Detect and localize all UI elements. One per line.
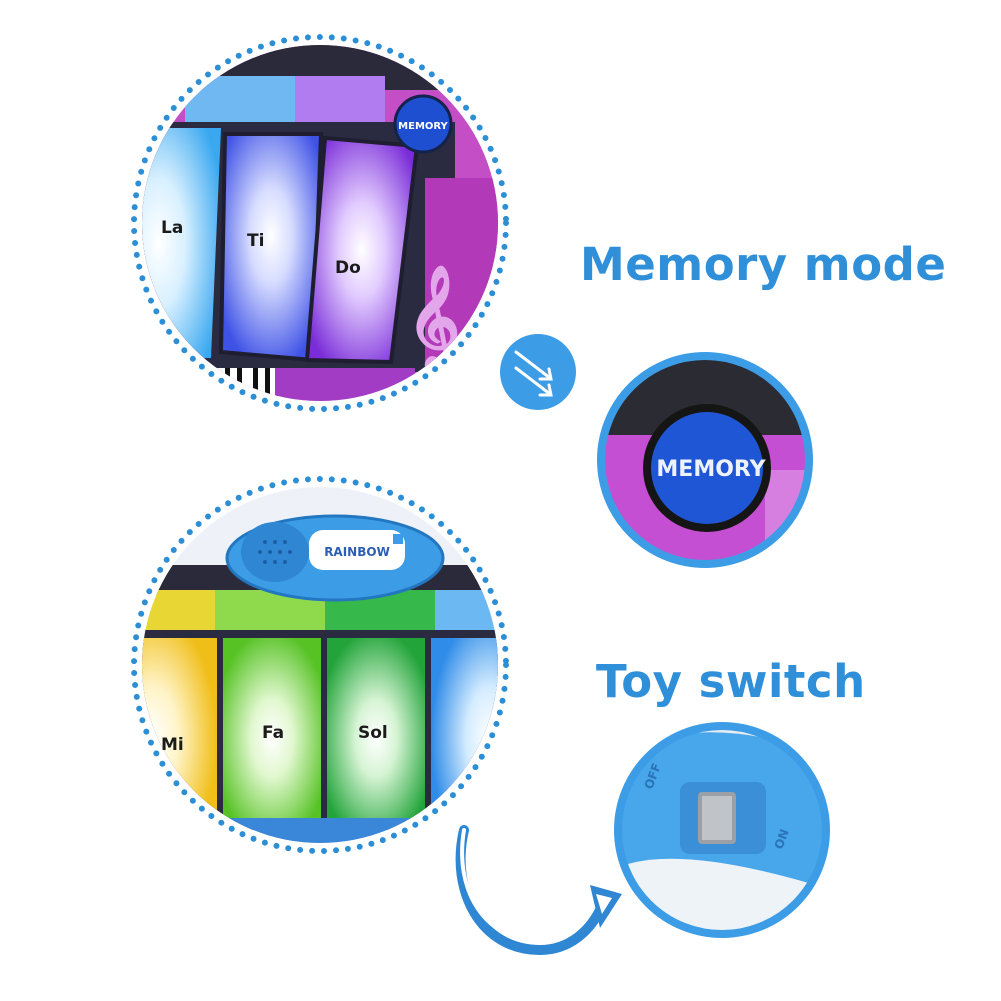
bottom-zoom-circle: RAINBOW Mi Fa Sol <box>131 476 509 854</box>
key-label-la: La <box>161 218 183 238</box>
toy-switch-label: Toy switch <box>596 655 866 708</box>
memory-mode-label: Memory mode <box>580 238 947 291</box>
key-label-mi: Mi <box>161 735 184 755</box>
treble-clef-icon: 𝄞 <box>407 265 460 376</box>
key-label-fa: Fa <box>262 723 284 743</box>
curved-arrow-icon <box>455 825 622 956</box>
double-arrow-icon <box>500 334 576 410</box>
memory-button-zoom: MEMORY <box>597 352 813 568</box>
switch-on-label: ON <box>772 827 792 851</box>
memory-zoom-label: MEMORY <box>656 457 766 482</box>
key-label-sol: Sol <box>358 723 388 743</box>
key-label-ti: Ti <box>247 231 264 251</box>
brand-logo-text: RAINBOW <box>324 545 390 559</box>
key-label-do: Do <box>335 258 361 278</box>
toy-switch-zoom: OFF ON <box>614 722 830 938</box>
speaker-icon <box>241 522 309 582</box>
top-zoom-circle: 𝄞 MEMORY La Ti Do <box>131 34 509 412</box>
memory-button-label: MEMORY <box>398 121 448 132</box>
